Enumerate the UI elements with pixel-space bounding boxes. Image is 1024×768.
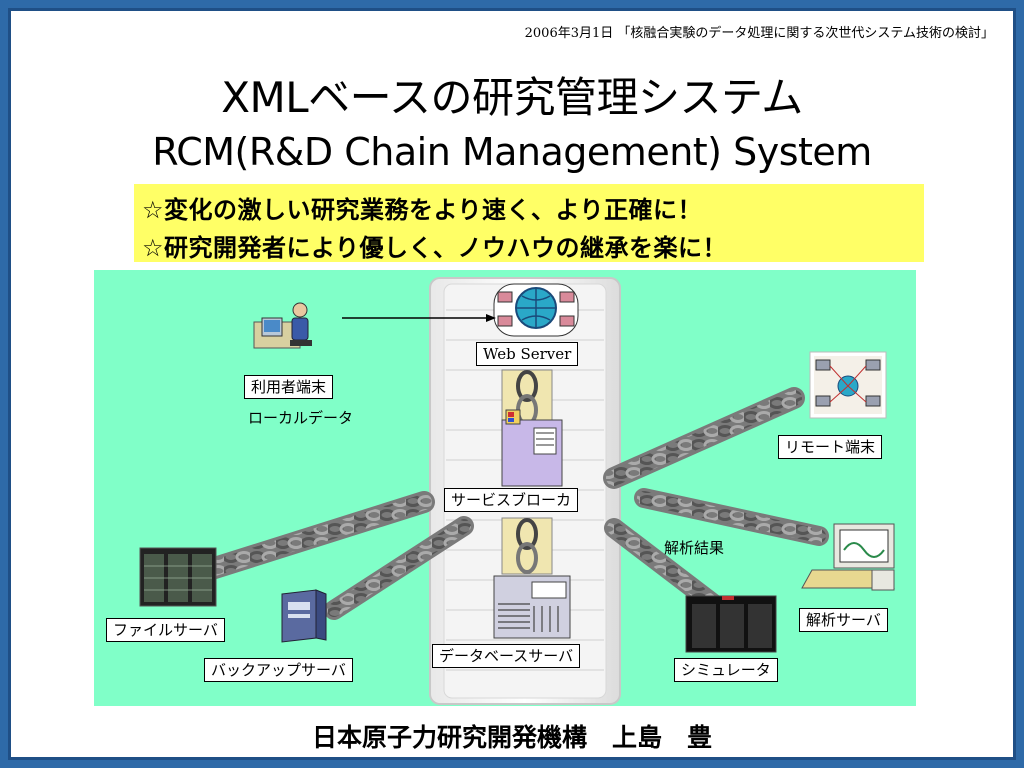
backup-server-label: バックアップサーバ bbox=[204, 658, 353, 682]
remote-terminal-network-icon bbox=[809, 351, 887, 419]
slogan-highlight bbox=[134, 184, 924, 262]
database-server-label: データベースサーバ bbox=[432, 644, 581, 668]
author-credit: 日本原子力研究開発機構 上島 豊 bbox=[311, 723, 712, 752]
chain-links bbox=[191, 387, 829, 620]
backup-server-tower-icon bbox=[281, 589, 327, 643]
vertical-chain-bottom bbox=[501, 517, 553, 575]
header-note: 2006年3月1日 「核融合実験のデータ処理に関する次世代システム技術の検討」 bbox=[524, 26, 994, 41]
file-server-label: ファイルサーバ bbox=[106, 618, 225, 642]
service-broker-machine-icon bbox=[501, 409, 563, 487]
request-arrow bbox=[342, 314, 496, 322]
architecture-diagram: Web Server 利用者端末 ローカルデータ リモート端末 サービスブローカ… bbox=[94, 270, 916, 706]
analysis-result-label: 解析結果 bbox=[664, 539, 725, 557]
user-terminal-label: 利用者端末 bbox=[244, 375, 334, 399]
remote-terminal-label: リモート端末 bbox=[778, 435, 883, 459]
user-terminal-icon bbox=[253, 302, 312, 349]
page-subtitle: RCM(R&D Chain Management) System bbox=[152, 130, 872, 174]
web-server-label: Web Server bbox=[476, 342, 579, 366]
file-server-rack-icon bbox=[139, 547, 217, 607]
database-server-machine-icon bbox=[493, 575, 571, 639]
slogan-line-1: ☆変化の激しい研究業務をより速く、より正確に！ bbox=[142, 196, 703, 224]
simulator-rack-icon bbox=[685, 595, 777, 653]
simulator-label: シミュレータ bbox=[674, 658, 778, 682]
page-title: XMLベースの研究管理システム bbox=[221, 73, 803, 122]
analysis-server-label: 解析サーバ bbox=[799, 608, 888, 632]
slide-frame bbox=[8, 8, 1016, 760]
slogan-line-2: ☆研究開発者により優しく、ノウハウの継承を楽に！ bbox=[142, 234, 728, 262]
service-broker-label: サービスブローカ bbox=[444, 488, 579, 512]
analysis-server-computer-icon bbox=[801, 523, 895, 591]
web-server-globe-icon bbox=[493, 283, 579, 337]
local-data-label: ローカルデータ bbox=[248, 409, 354, 427]
